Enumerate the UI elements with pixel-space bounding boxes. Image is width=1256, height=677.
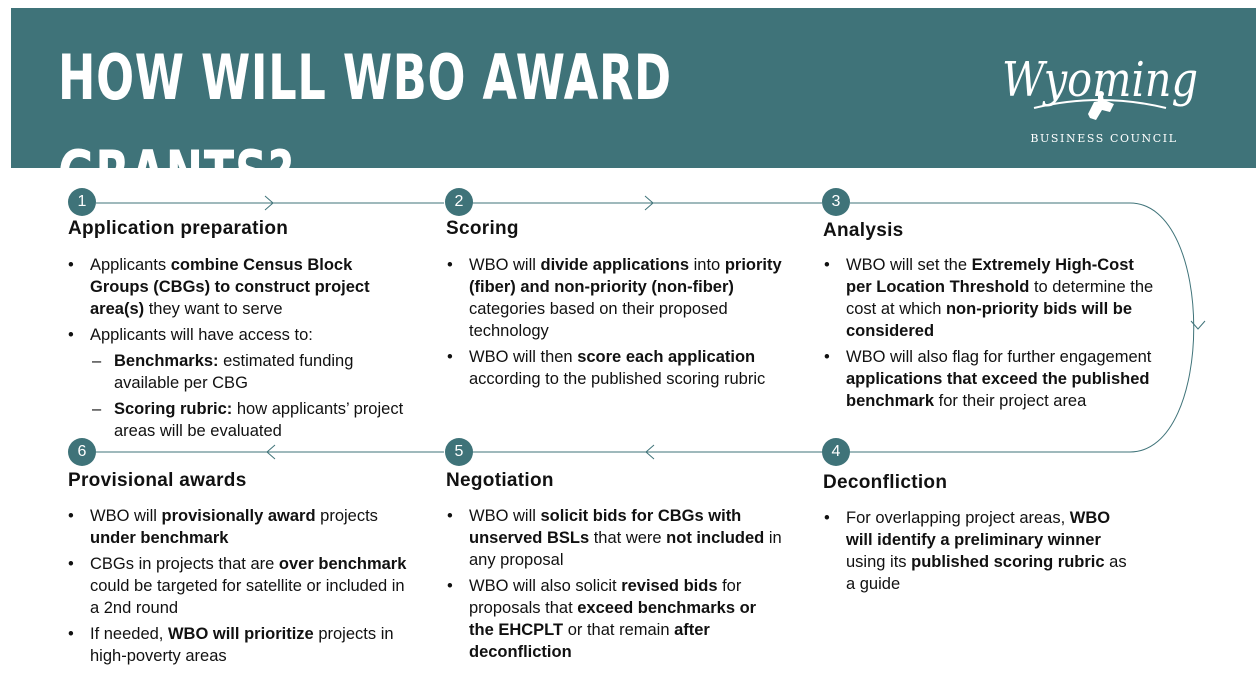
logo-subtitle: BUSINESS COUNCIL [1030,132,1178,145]
bold-text: non-priority bids will be considered [846,300,1133,340]
text: WBO will [469,507,541,525]
text: into [689,256,725,274]
step-3-number: 3 [822,188,850,216]
text: for proposals that [469,577,742,617]
text: WBO will also solicit [469,577,622,595]
bold-text: exceed benchmarks or the EHCPLT [469,599,757,639]
arrow-left-icon [266,444,276,460]
bold-text: over benchmark [278,555,407,573]
step-5-bullets: WBO will solicit bids for CBGs with unse… [447,505,782,667]
text: For overlapping project areas, [846,509,1070,527]
bold-text: provisionally award [161,507,316,525]
arrow-right-icon [264,195,274,211]
text: CBGs in projects that are [90,555,279,573]
list-item: CBGs in projects that are over benchmark… [68,553,408,619]
text: they want to serve [144,300,283,318]
text: WBO will set the [846,256,972,274]
list-item: WBO will set the Extremely High-Cost per… [824,254,1162,342]
step-2-bullets: WBO will divide applications into priori… [447,254,782,394]
arrow-down-icon [1190,320,1206,330]
step-3-title: Analysis [823,220,904,241]
bold-text: WBO will identify a preliminary winner [846,509,1111,549]
list-item: WBO will provisionally award projects un… [68,505,408,549]
step-5-title: Negotiation [446,470,554,491]
list-item: For overlapping project areas, WBO will … [824,507,1134,595]
header-banner [11,8,1256,168]
bold-text: score each application [577,348,756,366]
bold-text: divide applications [540,256,690,274]
connector-3-4 [850,202,1195,453]
text: WBO will [90,507,162,525]
step-4-title: Deconfliction [823,472,948,493]
text: projects in high-poverty areas [90,625,394,665]
bold-text: not included [666,529,765,547]
text: for their project area [934,392,1087,410]
bucking-horse-rider-icon [1088,91,1114,120]
step-1-bullets: Applicants combine Census Block Groups (… [68,254,408,446]
bold-text: Extremely High-Cost per Location Thresho… [846,256,1134,296]
step-6-bullets: WBO will provisionally award projects un… [68,505,408,671]
text: projects [315,507,378,525]
sub-list-item: Benchmarks: estimated funding available … [68,350,408,394]
bold-text: solicit bids for CBGs with unserved BSLs [469,507,742,547]
arrow-right-icon [644,195,654,211]
wyoming-logo: Wyoming [1002,52,1198,120]
bold-text: revised bids [621,577,718,595]
text: could be targeted for satellite or inclu… [90,577,405,617]
step-6-title: Provisional awards [68,470,247,491]
list-item: WBO will also solicit revised bids for p… [447,575,782,663]
bold-text: combine Census Block Groups (CBGs) to co… [90,256,370,318]
text: according to the published scoring rubri… [469,370,766,388]
list-item: WBO will also flag for further engagemen… [824,346,1162,412]
step-6-number: 6 [68,438,96,466]
text: using its [846,553,912,571]
step-1-title: Application preparation [68,218,289,239]
step-2-title: Scoring [446,218,519,239]
text: WBO will [469,256,541,274]
list-item: WBO will solicit bids for CBGs with unse… [447,505,782,571]
bold-text: WBO will prioritize [167,625,314,643]
step-5-number: 5 [445,438,473,466]
sub-list-item: Scoring rubric: how applicants’ project … [68,398,408,442]
page-title: HOW WILL WBO AWARD GRANTS? [58,41,672,210]
step-1-number: 1 [68,188,96,216]
step-4-bullets: For overlapping project areas, WBO will … [824,507,1134,599]
bold-text: Benchmarks: [114,352,219,370]
text: in any proposal [469,529,782,569]
text: If needed, [90,625,168,643]
bold-text: after deconfliction [469,621,710,661]
text: categories based on their proposed techn… [469,300,728,340]
bold-text: under benchmark [90,529,229,547]
text: WBO will also flag for further engagemen… [846,348,1152,366]
text: as a guide [846,553,1127,593]
list-item: Applicants will have access to: [68,324,408,346]
text: or that remain [563,621,675,639]
text: Applicants will have access to: [90,326,313,344]
bold-text: applications that exceed the published b… [846,370,1150,410]
text: WBO will then [469,348,578,366]
bold-text: priority (fiber) and non-priority (non-f… [469,256,782,296]
list-item: WBO will then score each application acc… [447,346,782,390]
bold-text: published scoring rubric [911,553,1105,571]
step-2-number: 2 [445,188,473,216]
list-item: WBO will divide applications into priori… [447,254,782,342]
text: to determine the cost at which [846,278,1154,318]
list-item: Applicants combine Census Block Groups (… [68,254,408,320]
arrow-left-icon [645,444,655,460]
text: how applicants’ project areas will be ev… [114,400,404,440]
step-3-bullets: WBO will set the Extremely High-Cost per… [824,254,1162,416]
text: that were [589,529,667,547]
text: estimated funding available per CBG [114,352,354,392]
bold-text: Scoring rubric: [114,400,233,418]
text: Applicants [90,256,171,274]
step-4-number: 4 [822,438,850,466]
list-item: If needed, WBO will prioritize projects … [68,623,408,667]
